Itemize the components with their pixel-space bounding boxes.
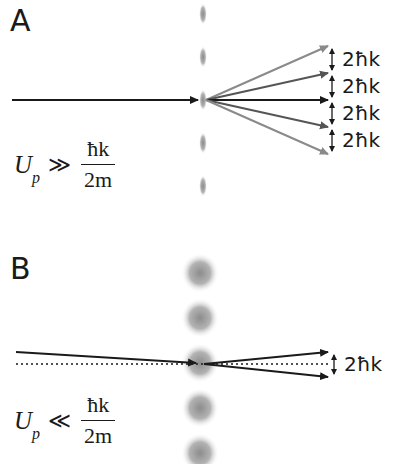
potential-symbol: U bbox=[14, 407, 32, 435]
fraction: ħk2m bbox=[81, 136, 115, 193]
condition-expression: Up ≫ ħk2m bbox=[14, 136, 115, 193]
atom-beams bbox=[16, 352, 330, 377]
momentum-label: 2ħk bbox=[342, 129, 380, 151]
fraction: ħk2m bbox=[81, 392, 115, 449]
momentum-label: 2ħk bbox=[342, 48, 380, 70]
potential-symbol: U bbox=[14, 151, 32, 179]
condition-expression: Up ≪ ħk2m bbox=[14, 392, 115, 449]
denominator: 2m bbox=[81, 420, 115, 449]
momentum-label: 2ħk bbox=[344, 353, 382, 375]
denominator: 2m bbox=[81, 164, 115, 193]
panel-letter: A bbox=[10, 4, 31, 37]
light-grating bbox=[199, 3, 207, 197]
atom-beams bbox=[12, 46, 328, 154]
panel-letter: B bbox=[10, 252, 31, 285]
momentum-label: 2ħk bbox=[342, 102, 380, 124]
relation-symbol: ≪ bbox=[48, 408, 71, 433]
momentum-label: 2ħk bbox=[342, 75, 380, 97]
subscript: p bbox=[32, 169, 40, 187]
relation-symbol: ≫ bbox=[48, 152, 71, 177]
momentum-arrows bbox=[331, 49, 332, 151]
light-grating bbox=[181, 253, 219, 464]
numerator: ħk bbox=[84, 136, 112, 164]
numerator: ħk bbox=[84, 392, 112, 420]
momentum-arrows bbox=[333, 355, 334, 374]
subscript: p bbox=[32, 425, 40, 443]
